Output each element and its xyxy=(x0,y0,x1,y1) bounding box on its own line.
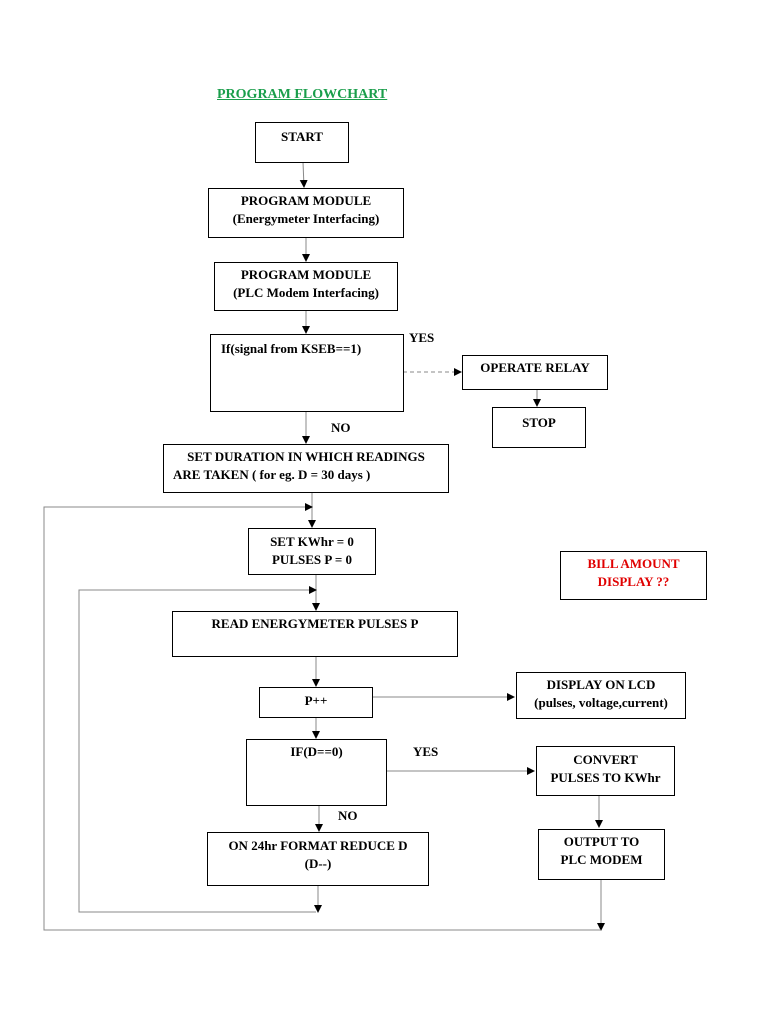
if-signal-text: If(signal from KSEB==1) xyxy=(221,341,362,356)
yes-signal-label: YES xyxy=(409,330,435,345)
set-kwhr-line1: SET KWhr = 0 xyxy=(270,534,354,549)
program-module-plc-subtitle: (PLC Modem Interfacing) xyxy=(233,285,379,300)
set-duration-line1: SET DURATION IN WHICH READINGS xyxy=(187,449,425,464)
program-module-energymeter-title: PROGRAM MODULE xyxy=(240,193,372,208)
diagram-title: PROGRAM FLOWCHART xyxy=(217,87,388,102)
display-lcd-line1: DISPLAY ON LCD xyxy=(546,677,656,692)
display-lcd-box: DISPLAY ON LCD (pulses, voltage,current) xyxy=(516,672,686,719)
stop-text: STOP xyxy=(522,415,556,430)
reduce-d-line1: ON 24hr FORMAT REDUCE D xyxy=(228,838,408,853)
set-duration-box: SET DURATION IN WHICH READINGS ARE TAKEN… xyxy=(163,444,449,493)
reduce-d-line2: (D--) xyxy=(304,856,332,871)
edge-inner-loop xyxy=(78,586,317,913)
output-plc-line1: OUTPUT TO xyxy=(563,834,640,849)
convert-line2: PULSES TO KWhr xyxy=(550,770,661,785)
program-module-plc-title: PROGRAM MODULE xyxy=(240,267,372,282)
read-pulses-text: READ ENERGYMETER PULSES P xyxy=(211,616,419,631)
read-pulses-box: READ ENERGYMETER PULSES P xyxy=(172,611,458,657)
reduce-d-box: ON 24hr FORMAT REDUCE D (D--) xyxy=(207,832,429,886)
no-signal-label: NO xyxy=(331,420,351,435)
start-box: START xyxy=(255,122,349,163)
yes-d-label: YES xyxy=(413,744,439,759)
output-plc-box: OUTPUT TO PLC MODEM xyxy=(538,829,665,880)
operate-relay-text: OPERATE RELAY xyxy=(480,360,590,375)
program-module-plc-box: PROGRAM MODULE (PLC Modem Interfacing) xyxy=(214,262,398,311)
stop-box: STOP xyxy=(492,407,586,448)
convert-line1: CONVERT xyxy=(573,752,638,767)
program-module-energymeter-subtitle: (Energymeter Interfacing) xyxy=(232,211,380,226)
bill-amount-line2: DISPLAY ?? xyxy=(597,574,670,589)
display-lcd-line2: (pulses, voltage,current) xyxy=(534,695,668,710)
output-plc-line2: PLC MODEM xyxy=(560,852,643,867)
convert-box: CONVERT PULSES TO KWhr xyxy=(536,746,675,796)
set-kwhr-box: SET KWhr = 0 PULSES P = 0 xyxy=(248,528,376,575)
if-d-box: IF(D==0) xyxy=(246,739,387,806)
program-module-energymeter-box: PROGRAM MODULE (Energymeter Interfacing) xyxy=(208,188,404,238)
edge-start-module xyxy=(299,161,308,188)
p-increment-box: P++ xyxy=(259,687,373,718)
bill-amount-box: BILL AMOUNT DISPLAY ?? xyxy=(560,551,707,600)
bill-amount-line1: BILL AMOUNT xyxy=(587,556,680,571)
p-increment-text: P++ xyxy=(304,693,328,708)
if-signal-box: If(signal from KSEB==1) xyxy=(210,334,404,412)
edge-outer-loop xyxy=(43,503,601,931)
set-pulses-line2: PULSES P = 0 xyxy=(271,552,352,567)
no-d-label: NO xyxy=(338,808,358,823)
if-d-text: IF(D==0) xyxy=(290,744,343,759)
start-text: START xyxy=(281,129,323,144)
operate-relay-box: OPERATE RELAY xyxy=(462,355,608,390)
set-duration-line2: ARE TAKEN ( for eg. D = 30 days ) xyxy=(173,467,371,482)
